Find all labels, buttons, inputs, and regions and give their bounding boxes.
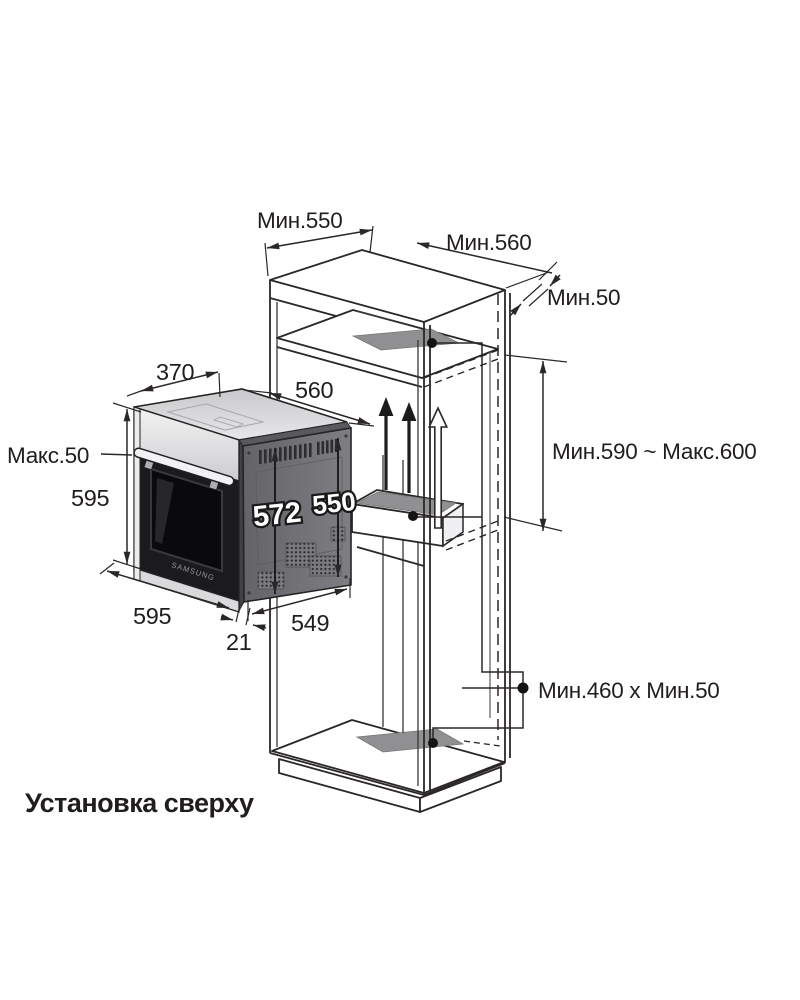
page-title: Установка сверху [25, 788, 254, 818]
middle-shelf-side [442, 502, 464, 548]
dimension-min560: Мин.560 [416, 230, 558, 289]
hidden-shelf-edge-2 [423, 358, 499, 388]
hidden-shelf-edge-4 [445, 529, 499, 551]
dim-label-549: 549 [291, 610, 329, 636]
dimension-595-height: 595 [71, 402, 142, 570]
dim-label-min590-maks600: Мин.590 ~ Макс.600 [552, 439, 756, 464]
vent-dot-top [427, 338, 437, 348]
airflow-arrows [378, 397, 449, 529]
cabinet-drawing [269, 249, 511, 813]
plinth-side [419, 766, 502, 813]
floor-hidden-edge [463, 740, 501, 747]
vent-dot-middle [408, 511, 418, 521]
oven-top-seam [165, 403, 266, 431]
dim-label-560: 560 [295, 377, 334, 403]
airflow-arrow-black-1 [378, 397, 394, 490]
airflow-arrow-white [427, 406, 449, 529]
cabinet-top-face [269, 249, 506, 323]
dimension-370: 370 [126, 359, 221, 398]
cabinet-floor [271, 719, 505, 794]
vent-dot-bottom [428, 738, 438, 748]
dimension-549: 549 [247, 578, 351, 636]
hidden-shelf-edge-3 [445, 520, 499, 542]
upper-shelf-front-edge [276, 346, 423, 388]
dim-label-595-width: 595 [133, 603, 172, 629]
dim-label-595-height: 595 [71, 485, 110, 511]
dimension-min50-top: Мин.50 [509, 274, 621, 317]
oven-drawing: SAMSUNG 572 550 [133, 388, 359, 613]
airflow-arrow-black-2 [401, 402, 417, 493]
dimension-560: 560 [243, 377, 375, 427]
oven-glass-reflection [155, 478, 174, 544]
bottom-front-edge [269, 752, 425, 796]
dim-label-min560: Мин.560 [446, 230, 531, 255]
callout-maks50: Макс.50 [7, 443, 133, 468]
middle-shelf [351, 489, 464, 567]
oven-top-notch [212, 416, 245, 428]
dim-label-min50: Мин.50 [547, 285, 620, 310]
dim-label-min550: Мин.550 [257, 208, 342, 233]
upper-compartment-interior-edge [355, 310, 415, 327]
middle-shelf-under-rail [356, 546, 425, 567]
dim-label-572: 572 [251, 497, 302, 534]
oven-screws [247, 434, 348, 595]
hidden-shelf-edge-1 [423, 349, 499, 379]
dimension-min550: Мин.550 [257, 208, 374, 277]
oven-handle [133, 447, 235, 491]
bottom-right-edge [423, 762, 506, 796]
dim-label-550: 550 [311, 486, 357, 520]
dimension-niche-height: Мин.590 ~ Макс.600 [503, 354, 757, 532]
dim-label-21: 21 [226, 629, 252, 655]
dim-label-min460x50: Мин.460 x Мин.50 [538, 678, 720, 703]
dim-label-maks50: Макс.50 [7, 443, 89, 468]
vent-callout-dot [517, 682, 529, 694]
oven-panel-emboss [255, 456, 343, 566]
dim-label-370: 370 [156, 359, 195, 385]
vent-cutout-middle [354, 491, 458, 516]
handle-bar [133, 447, 235, 487]
callout-vent-cutouts: Мин.460 x Мин.50 [408, 338, 720, 748]
dimension-595-width: 595 [99, 562, 230, 629]
oven-left-trim [133, 406, 141, 582]
